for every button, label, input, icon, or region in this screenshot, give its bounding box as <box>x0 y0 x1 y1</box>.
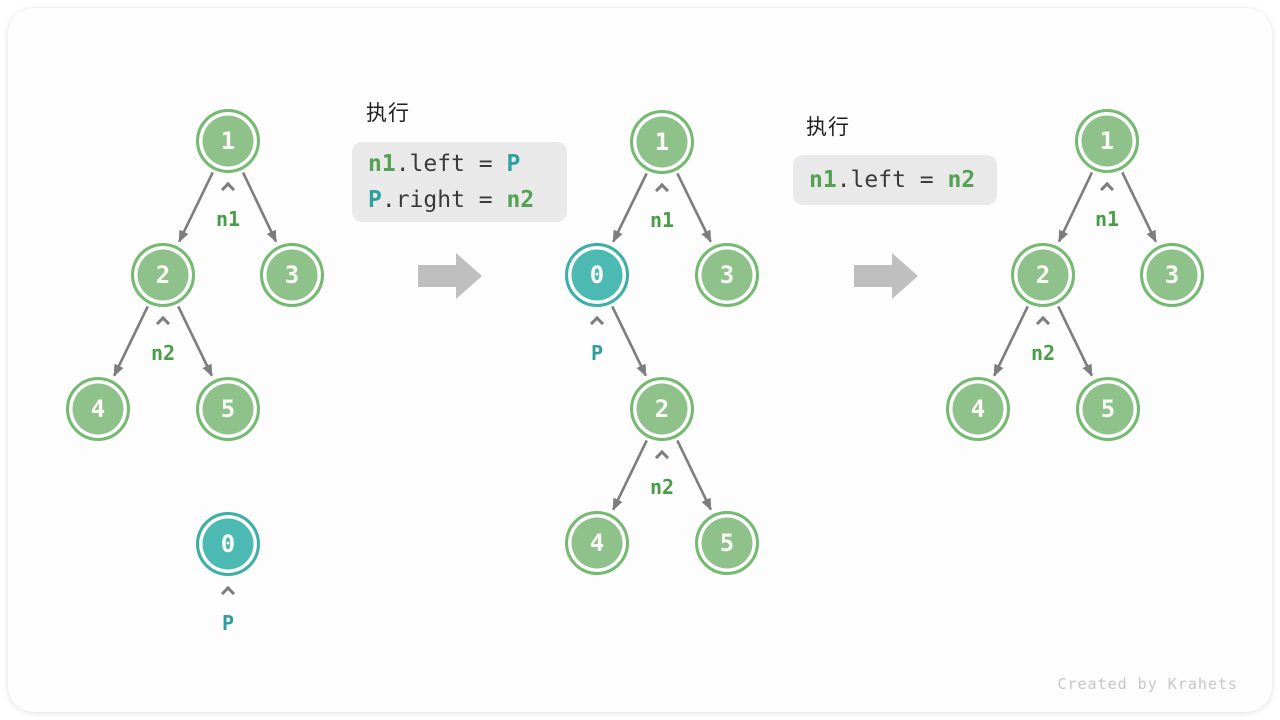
tree-node-b3: 3 <box>695 243 759 307</box>
tree-node-b1: 1 <box>630 110 694 174</box>
tree-node-c2: 2 <box>1011 243 1075 307</box>
tree-node-a3: 3 <box>260 243 324 307</box>
tree-node-c3: 3 <box>1140 243 1204 307</box>
code-token: = <box>464 187 507 213</box>
code-token: n2 <box>506 187 535 213</box>
code-line: n1.left = P <box>368 146 551 182</box>
tree-node-c1: 1 <box>1075 109 1139 173</box>
tree-node-c5: 5 <box>1076 377 1140 441</box>
code-token: = <box>905 167 948 193</box>
code-token: P <box>506 151 521 177</box>
code-token: n1 <box>809 167 837 193</box>
diagram-card <box>8 8 1272 712</box>
tree-node-b2: 2 <box>630 377 694 441</box>
pointer-label-n1: n1 <box>649 208 675 232</box>
code-token: .right <box>381 187 465 213</box>
pointer-label-P: P <box>221 611 235 635</box>
tree-node-b0: 0 <box>565 243 629 307</box>
pointer-label-n2: n2 <box>649 475 675 499</box>
code-line: n1.left = n2 <box>809 162 981 198</box>
tree-node-b5: 5 <box>695 511 759 575</box>
pointer-label-n2: n2 <box>1030 341 1056 365</box>
code-line: P.right = n2 <box>368 182 551 218</box>
code-token: .left <box>836 167 906 193</box>
code-token: n1 <box>368 151 396 177</box>
code-block-title: 执行 <box>806 116 850 139</box>
tree-node-a2: 2 <box>131 243 195 307</box>
pointer-label-n1: n1 <box>1094 207 1120 231</box>
code-token: P <box>368 187 382 213</box>
tree-node-a5: 5 <box>196 377 260 441</box>
code-token: .left <box>395 151 465 177</box>
tree-node-c4: 4 <box>946 377 1010 441</box>
watermark: Created by Krahets <box>1057 675 1238 693</box>
tree-node-a4: 4 <box>66 377 130 441</box>
pointer-label-n2: n2 <box>150 341 176 365</box>
tree-node-b4: 4 <box>565 511 629 575</box>
tree-node-a1: 1 <box>196 109 260 173</box>
tree-node-a0: 0 <box>196 512 260 576</box>
code-block-2: n1.left = n2 <box>793 155 997 205</box>
pointer-label-P: P <box>590 341 604 365</box>
code-token: = <box>464 151 507 177</box>
code-block-title: 执行 <box>366 102 410 125</box>
code-token: n2 <box>947 167 976 193</box>
pointer-label-n1: n1 <box>215 207 241 231</box>
